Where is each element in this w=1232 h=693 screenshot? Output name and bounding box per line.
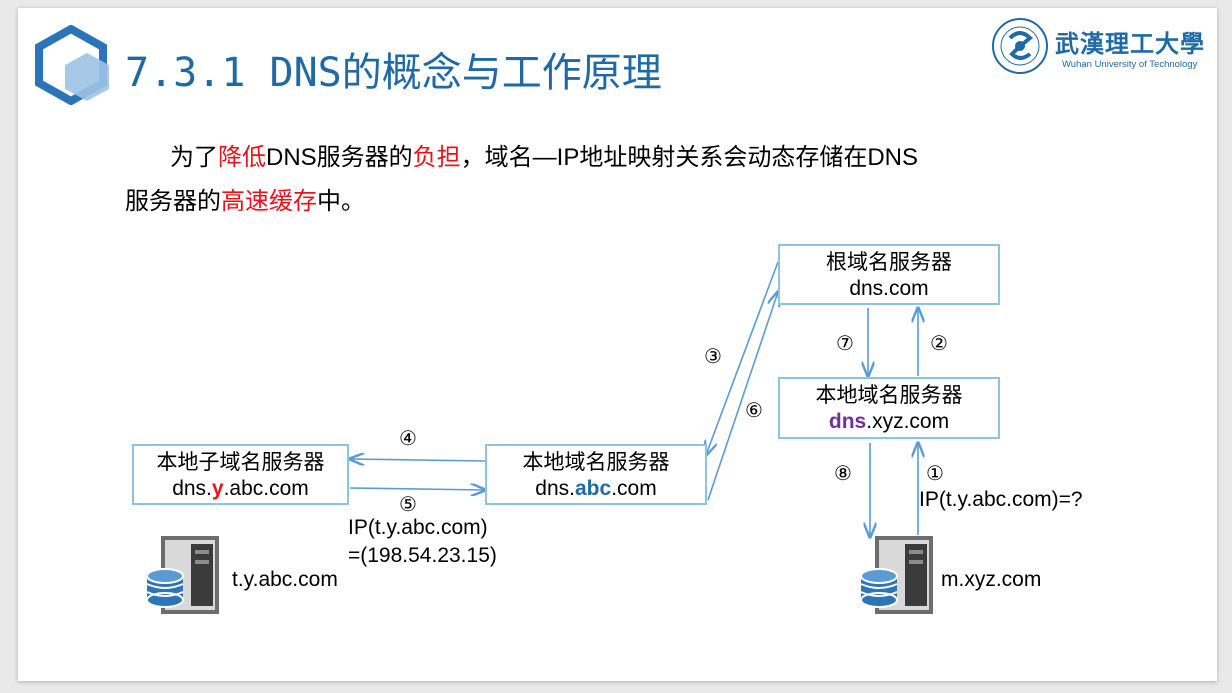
answer-label-1: IP(t.y.abc.com) bbox=[348, 516, 488, 539]
domain-prefix: dns. bbox=[172, 477, 212, 500]
arrow-step-3 bbox=[706, 261, 779, 455]
box-domain: dns.abc.com bbox=[487, 476, 705, 502]
hexagon-logo-icon bbox=[35, 25, 109, 105]
box-title: 本地域名服务器 bbox=[522, 451, 670, 474]
page-title: 7.3.1 DNS的概念与工作原理 bbox=[125, 50, 662, 96]
box-title: 本地域名服务器 bbox=[815, 384, 963, 407]
arrow-step-6 bbox=[707, 292, 778, 501]
step-2-label: ② bbox=[930, 331, 948, 355]
step-1-label: ① bbox=[926, 461, 944, 485]
local-dns-server-xyz-box: 本地域名服务器 dns.xyz.com bbox=[778, 377, 1000, 439]
university-seal-icon bbox=[992, 18, 1048, 74]
university-name: 武漢理工大學 bbox=[1055, 29, 1205, 58]
step-3-label: ③ bbox=[704, 344, 722, 368]
domain-highlight: dns bbox=[828, 410, 867, 433]
highlight-text: 负担 bbox=[412, 144, 461, 171]
answer-label-2: =(198.54.23.15) bbox=[348, 544, 497, 567]
host-client-label: m.xyz.com bbox=[941, 568, 1042, 591]
highlight-text: 高速缓存 bbox=[221, 188, 317, 215]
box-domain: dns.com bbox=[849, 277, 929, 300]
step-8-label: ⑧ bbox=[834, 461, 852, 485]
server-icon bbox=[146, 536, 219, 614]
domain-suffix: .com bbox=[611, 477, 657, 500]
server-icon bbox=[860, 536, 933, 614]
domain-highlight: abc bbox=[575, 477, 612, 500]
highlight-text: 降低 bbox=[218, 144, 266, 171]
arrow-step-5 bbox=[349, 488, 485, 490]
text-run: 为了 bbox=[170, 144, 218, 171]
local-dns-server-abc-box: 本地域名服务器 dns.abc.com bbox=[485, 444, 707, 505]
university-subtitle: Wuhan University of Technology bbox=[1062, 59, 1198, 70]
paragraph-line-1: 为了降低DNS服务器的负担，域名—IP地址映射关系会动态存储在DNS bbox=[170, 137, 918, 172]
step-7-label: ⑦ bbox=[836, 331, 854, 355]
box-domain: dns.xyz.com bbox=[780, 409, 998, 435]
box-domain: dns.y.abc.com bbox=[134, 476, 347, 502]
box-title: 本地子域名服务器 bbox=[156, 451, 325, 474]
paragraph-line-2: 服务器的高速缓存中。 bbox=[125, 181, 365, 216]
text-run: 服务器的 bbox=[125, 188, 221, 215]
text-run: ，域名—IP地址映射关系会动态存储在DNS bbox=[460, 144, 919, 171]
domain-rest: .xyz.com bbox=[866, 410, 950, 433]
domain-suffix: .abc.com bbox=[223, 477, 309, 500]
text-run: DNS服务器的 bbox=[266, 144, 413, 171]
sub-dns-server-y-box: 本地子域名服务器 dns.y.abc.com bbox=[132, 444, 349, 505]
step-6-label: ⑥ bbox=[745, 398, 763, 422]
step-5-label: ⑤ bbox=[399, 492, 417, 516]
host-target-label: t.y.abc.com bbox=[232, 568, 338, 591]
domain-highlight: y bbox=[211, 477, 224, 500]
root-dns-server-box: 根域名服务器 dns.com bbox=[778, 244, 1000, 305]
arrow-step-4 bbox=[350, 459, 486, 461]
domain-prefix: dns. bbox=[535, 477, 575, 500]
step-4-label: ④ bbox=[399, 426, 417, 450]
box-title: 根域名服务器 bbox=[826, 251, 952, 274]
text-run: 中。 bbox=[317, 188, 365, 215]
query-label: IP(t.y.abc.com)=? bbox=[919, 488, 1083, 511]
